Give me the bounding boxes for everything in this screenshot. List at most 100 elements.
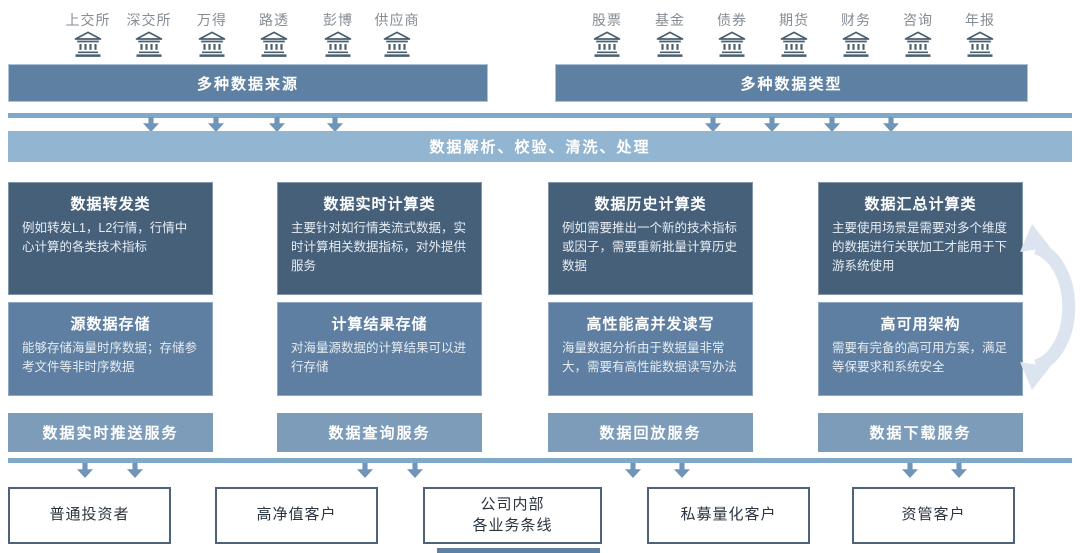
box-title: 源数据存储 (70, 316, 151, 333)
box-body: 主要针对如行情类流式数据，实时计算相关数据指标，对外提供服务 (291, 221, 467, 273)
down-arrow-icon (902, 463, 918, 478)
bank-icon (73, 30, 103, 58)
client-label: 私募量化客户 (680, 506, 777, 524)
type-label: 股票 (592, 12, 622, 28)
source-group: 深交所 (117, 12, 181, 63)
type-label: 债券 (717, 12, 747, 28)
service-label: 数据实时推送服务 (42, 425, 179, 442)
down-arrow-icon (951, 463, 967, 478)
bank-icon (841, 30, 871, 58)
client-box-asset-mgmt: 资管客户 (852, 487, 1015, 544)
bank-icon (134, 30, 164, 58)
client-label: 公司内部 各业务条线 (472, 496, 553, 534)
types-header-label: 多种数据类型 (740, 75, 843, 93)
compute-box-aggregate: 数据汇总计算类主要使用场景是需要对多个维度的数据进行关联加工才能用于下游系统使用 (818, 182, 1023, 295)
compute-box-forward: 数据转发类例如转发L1，L2行情，行情中心计算的各类技术指标 (8, 182, 213, 295)
service-bar-query: 数据查询服务 (277, 413, 482, 452)
source-group: 万得 (180, 12, 244, 63)
down-arrow-icon (705, 117, 721, 132)
down-arrow-icon (883, 117, 899, 132)
bank-icon (779, 30, 809, 58)
box-title: 数据实时计算类 (323, 196, 436, 213)
box-title: 数据汇总计算类 (864, 196, 977, 213)
service-label: 数据查询服务 (328, 425, 431, 442)
client-box-retail: 普通投资者 (8, 487, 171, 544)
bank-icon (592, 30, 622, 58)
source-group: 供应商 (365, 12, 429, 63)
service-bar-download: 数据下载服务 (818, 413, 1023, 452)
box-body: 能够存储海量时序数据；存储参考文件等非时序数据 (22, 341, 198, 374)
bank-icon (655, 30, 685, 58)
source-group: 上交所 (56, 12, 120, 63)
source-label: 万得 (197, 12, 227, 28)
service-label: 数据下载服务 (869, 425, 972, 442)
down-arrow-icon (407, 463, 423, 478)
source-label: 深交所 (126, 12, 172, 28)
box-body: 需要有完备的高可用方案，满足等保要求和系统安全 (832, 341, 1008, 374)
cropped-bar (437, 548, 600, 553)
box-body: 对海量源数据的计算结果可以进行存储 (291, 341, 467, 374)
processing-bar: 数据解析、校验、清洗、处理 (8, 131, 1072, 162)
source-label: 路透 (259, 12, 289, 28)
down-arrow-icon (824, 117, 840, 132)
type-group: 股票 (575, 12, 639, 63)
bank-icon (259, 30, 289, 58)
bank-icon (717, 30, 747, 58)
type-label: 咨询 (903, 12, 933, 28)
client-box-internal: 公司内部 各业务条线 (423, 487, 602, 544)
bank-icon (323, 30, 353, 58)
type-group: 基金 (638, 12, 702, 63)
service-bar-push: 数据实时推送服务 (8, 413, 213, 452)
down-arrow-icon (625, 463, 641, 478)
storage-box-source: 源数据存储能够存储海量时序数据；存储参考文件等非时序数据 (8, 302, 213, 396)
source-label: 彭博 (323, 12, 353, 28)
box-body: 海量数据分析由于数据量非常大，需要有高性能数据读写办法 (562, 341, 738, 374)
type-label: 基金 (655, 12, 685, 28)
connector-bar-top (8, 113, 1072, 118)
bank-icon (197, 30, 227, 58)
down-arrow-icon (327, 117, 343, 132)
type-group: 咨询 (886, 12, 950, 63)
box-body: 例如需要推出一个新的技术指标或因子，需要重新批量计算历史数据 (562, 221, 738, 273)
box-body: 主要使用场景是需要对多个维度的数据进行关联加工才能用于下游系统使用 (832, 221, 1008, 273)
cycle-arrow-icon (1020, 224, 1076, 390)
source-label: 上交所 (65, 12, 111, 28)
bank-icon (965, 30, 995, 58)
type-group: 年报 (948, 12, 1012, 63)
type-label: 期货 (779, 12, 809, 28)
box-title: 高可用架构 (880, 316, 961, 333)
down-arrow-icon (127, 463, 143, 478)
source-group: 路透 (242, 12, 306, 63)
client-label: 普通投资者 (49, 506, 130, 524)
service-label: 数据回放服务 (599, 425, 702, 442)
type-label: 财务 (841, 12, 871, 28)
source-label: 供应商 (374, 12, 420, 28)
down-arrow-icon (357, 463, 373, 478)
box-title: 计算结果存储 (331, 316, 428, 333)
client-label: 资管客户 (901, 506, 966, 524)
down-arrow-icon (208, 117, 224, 132)
type-group: 期货 (762, 12, 826, 63)
source-group: 彭博 (306, 12, 370, 63)
compute-box-realtime: 数据实时计算类主要针对如行情类流式数据，实时计算相关数据指标，对外提供服务 (277, 182, 482, 295)
down-arrow-icon (143, 117, 159, 132)
service-bar-replay: 数据回放服务 (548, 413, 753, 452)
sources-header-bar: 多种数据来源 (8, 64, 488, 102)
client-box-hnw: 高净值客户 (215, 487, 378, 544)
box-title: 数据转发类 (70, 196, 151, 213)
box-body: 例如转发L1，L2行情，行情中心计算的各类技术指标 (22, 221, 188, 254)
down-arrow-icon (674, 463, 690, 478)
type-group: 债券 (700, 12, 764, 63)
down-arrow-icon (269, 117, 285, 132)
sources-header-label: 多种数据来源 (196, 75, 299, 93)
bank-icon (903, 30, 933, 58)
down-arrow-icon (77, 463, 93, 478)
compute-box-history: 数据历史计算类例如需要推出一个新的技术指标或因子，需要重新批量计算历史数据 (548, 182, 753, 295)
bank-icon (382, 30, 412, 58)
processing-label: 数据解析、校验、清洗、处理 (429, 139, 651, 156)
storage-box-highperf: 高性能高并发读写海量数据分析由于数据量非常大，需要有高性能数据读写办法 (548, 302, 753, 396)
down-arrow-icon (764, 117, 780, 132)
box-title: 高性能高并发读写 (586, 316, 715, 333)
types-header-bar: 多种数据类型 (555, 64, 1028, 102)
